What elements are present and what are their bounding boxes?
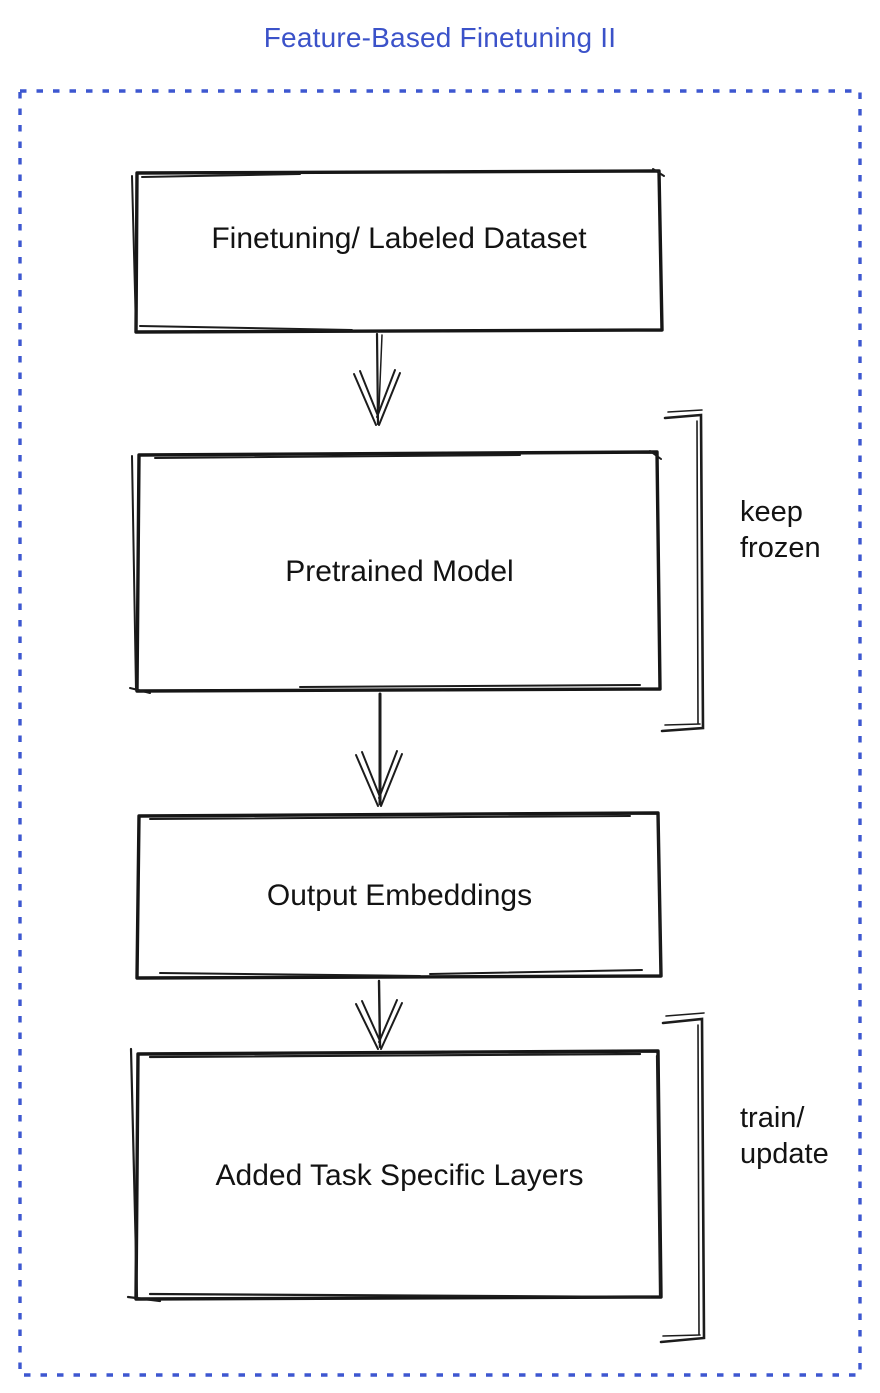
node-box-task-specific-layers	[126, 1047, 663, 1303]
arrow-head	[355, 999, 403, 1050]
arrow-shaft	[375, 332, 380, 426]
diagram-title: Feature-Based Finetuning II	[263, 22, 617, 53]
sketch-accent	[131, 168, 665, 331]
arrow-down-2	[355, 692, 403, 807]
bracket-double	[662, 1012, 705, 1337]
arrow-down-1	[353, 332, 401, 426]
node-box-finetuning-dataset	[131, 168, 665, 334]
node-rect-finetuning-dataset	[134, 169, 664, 334]
arrow-head	[353, 369, 401, 426]
arrow-shaft	[377, 979, 382, 1049]
node-box-output-embeddings	[135, 811, 663, 980]
sketch-accent	[129, 450, 662, 694]
dotted-frame-border	[18, 89, 862, 1377]
arrow-down-3	[355, 979, 403, 1050]
node-box-pretrained-model	[129, 450, 662, 694]
bracket-train-update	[659, 1012, 706, 1344]
arrow-shaft-double	[378, 334, 383, 409]
bracket-main	[660, 413, 705, 733]
sketch-accent	[149, 815, 662, 977]
node-rect-output-embeddings	[135, 811, 663, 980]
node-rect-task-specific-layers	[134, 1049, 663, 1301]
arrow-head	[355, 750, 403, 807]
bracket-keep-frozen	[660, 409, 705, 733]
sketch-accent	[126, 1047, 662, 1303]
node-rect-pretrained-model	[135, 450, 662, 693]
bracket-main	[659, 1017, 706, 1344]
bracket-double	[664, 409, 703, 726]
